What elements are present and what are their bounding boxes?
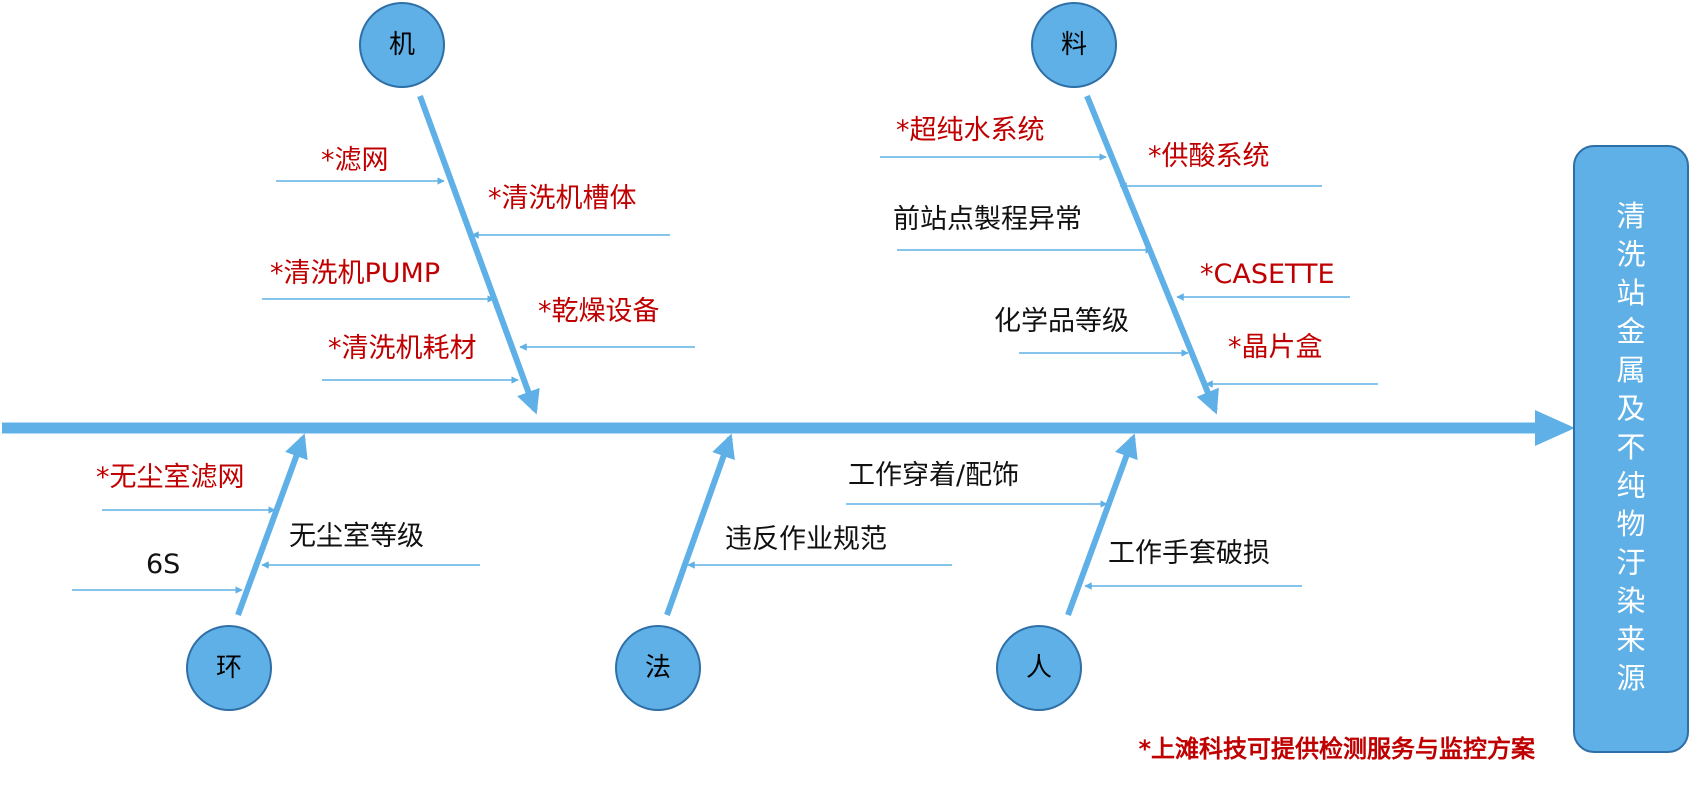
cause-material-3: 前站点製程异常	[893, 204, 1082, 235]
effect-label: 清洗站金属及不纯物汙染来源	[1616, 199, 1645, 695]
cause-environment-1: *无尘室滤网	[96, 462, 245, 493]
category-method-label: 法	[645, 653, 671, 683]
category-environment: 环	[186, 625, 272, 711]
category-machine-label: 机	[389, 30, 415, 60]
cause-material-6: *晶片盒	[1228, 332, 1323, 363]
cause-machine-1: *滤网	[321, 145, 389, 176]
cause-method-1: 违反作业规范	[725, 524, 887, 555]
bone-environment	[235, 433, 308, 617]
footnote: *上滩科技可提供检测服务与监控方案	[1138, 735, 1536, 763]
cause-machine-5: *清洗机耗材	[328, 333, 477, 364]
category-material-label: 料	[1061, 30, 1087, 60]
cause-machine-4: *乾燥设备	[538, 296, 660, 327]
category-environment-label: 环	[216, 653, 242, 683]
bone-machine	[417, 94, 540, 415]
cause-people-2: 工作手套破损	[1108, 538, 1270, 569]
cause-material-5: 化学品等级	[994, 306, 1129, 337]
cause-machine-3: *清洗机PUMP	[270, 258, 440, 289]
spine-arrowhead	[1535, 410, 1575, 446]
category-machine: 机	[359, 2, 445, 88]
cause-machine-2: *清洗机槽体	[488, 183, 637, 214]
category-method: 法	[615, 625, 701, 711]
bone-people	[1065, 433, 1138, 617]
effect-box	[1573, 145, 1689, 753]
cause-material-4: *CASETTE	[1200, 259, 1335, 290]
bone-method	[664, 433, 735, 617]
cause-material-2: *供酸系统	[1148, 141, 1270, 172]
cause-environment-2: 无尘室等级	[289, 521, 424, 552]
cause-material-1: *超纯水系统	[896, 115, 1045, 146]
category-people: 人	[996, 625, 1082, 711]
category-people-label: 人	[1026, 653, 1052, 683]
cause-environment-3: 6S	[146, 549, 180, 580]
cause-people-1: 工作穿着/配饰	[848, 460, 1019, 491]
cause-arrows	[72, 153, 1378, 594]
category-material: 料	[1031, 2, 1117, 88]
